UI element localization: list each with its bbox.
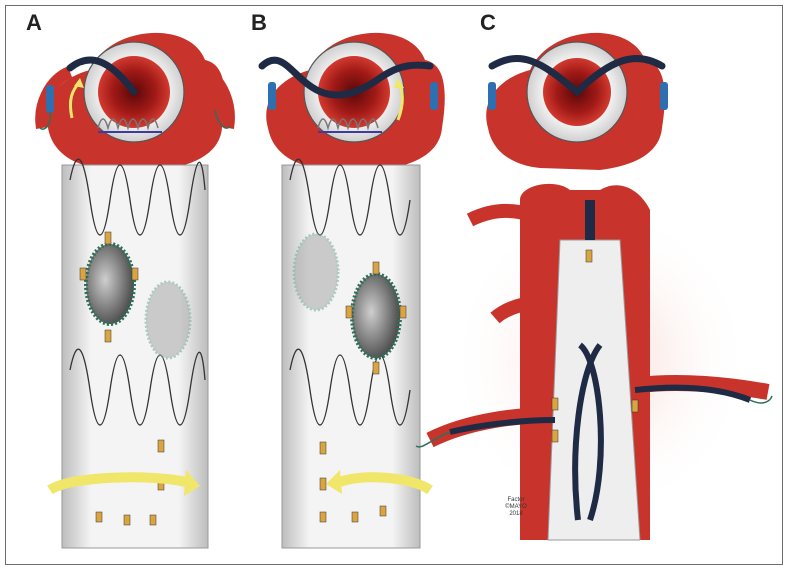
copyright-credit: Factor ©MAYO 2018: [496, 497, 536, 518]
panel-b-cross-section: [258, 32, 445, 171]
panel-a-cross-section: [35, 32, 235, 171]
panel-c-cross-section: [486, 32, 668, 171]
panel-label-b: B: [251, 10, 267, 35]
panel-a-stent-graft: [47, 158, 209, 549]
panel-label-c: C: [480, 10, 496, 35]
panel-b-stent-graft: [281, 158, 433, 549]
credit-year: 2018: [509, 511, 523, 517]
panel-c-aorta-deployment: [415, 170, 780, 550]
credit-owner: ©MAYO: [505, 504, 527, 510]
credit-author: Factor: [507, 497, 525, 503]
panel-label-a: A: [26, 10, 42, 35]
